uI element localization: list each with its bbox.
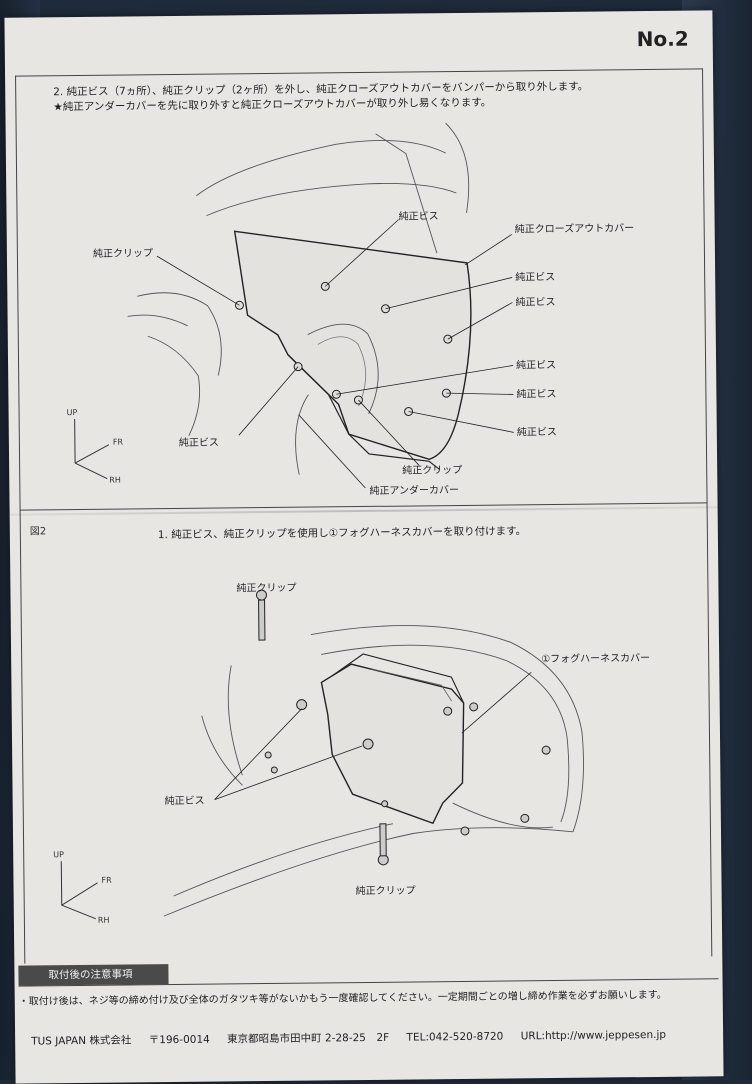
- label-fig2-clip-top: 純正クリップ: [236, 581, 296, 595]
- footer: TUS JAPAN 株式会社 〒196-0014 東京都昭島市田中町 2-28-…: [31, 1027, 680, 1049]
- hole-icon: [470, 703, 478, 711]
- footer-postal: 〒196-0014: [149, 1034, 210, 1047]
- footer-tel: TEL:042-520-8720: [406, 1031, 503, 1044]
- hole-icon: [271, 767, 277, 773]
- label-fig2-screw: 純正ビス: [165, 794, 205, 807]
- footer-address: 東京都昭島市田中町 2-28-25 2F: [227, 1032, 389, 1046]
- fog-harness-cover-shape: [321, 663, 465, 824]
- screw-icon: [297, 700, 307, 710]
- clip-stem-icon: [380, 824, 386, 856]
- footer-company: TUS JAPAN 株式会社: [31, 1034, 131, 1047]
- instruction-sheet: No.2 2. 純正ビス（7ヵ所）、純正クリップ（2ヶ所）を外し、純正クローズア…: [4, 10, 723, 1083]
- axis2-up-label: UP: [53, 850, 64, 859]
- notes-text: ・取付け後は、ネジ等の締め付け及び全体のガタツキ等がないかもう一度確認してくださ…: [19, 986, 667, 1008]
- screw-icon: [363, 739, 373, 749]
- hole-icon: [542, 746, 550, 754]
- clip-stem-icon: [259, 600, 265, 640]
- figure2-diagram: 純正クリップ ①フォグハーネスカバー 純正ビス 純正クリップ UP FR RH: [4, 10, 722, 957]
- label-fog-harness-cover: ①フォグハーネスカバー: [541, 651, 650, 665]
- clip-hole-icon: [382, 801, 388, 807]
- notes-header: 取付後の注意事項: [18, 964, 168, 986]
- hole-icon: [521, 814, 529, 822]
- hole-icon: [461, 827, 469, 835]
- footer-url: URL:http://www.jeppesen.jp: [521, 1029, 666, 1043]
- label-fig2-clip-bottom: 純正クリップ: [356, 883, 416, 897]
- screw-icon: [444, 707, 452, 715]
- axis-triad-2: [61, 861, 98, 919]
- hole-icon: [265, 752, 271, 758]
- axis2-fr-label: FR: [101, 876, 112, 885]
- axis2-rh-label: RH: [98, 916, 110, 925]
